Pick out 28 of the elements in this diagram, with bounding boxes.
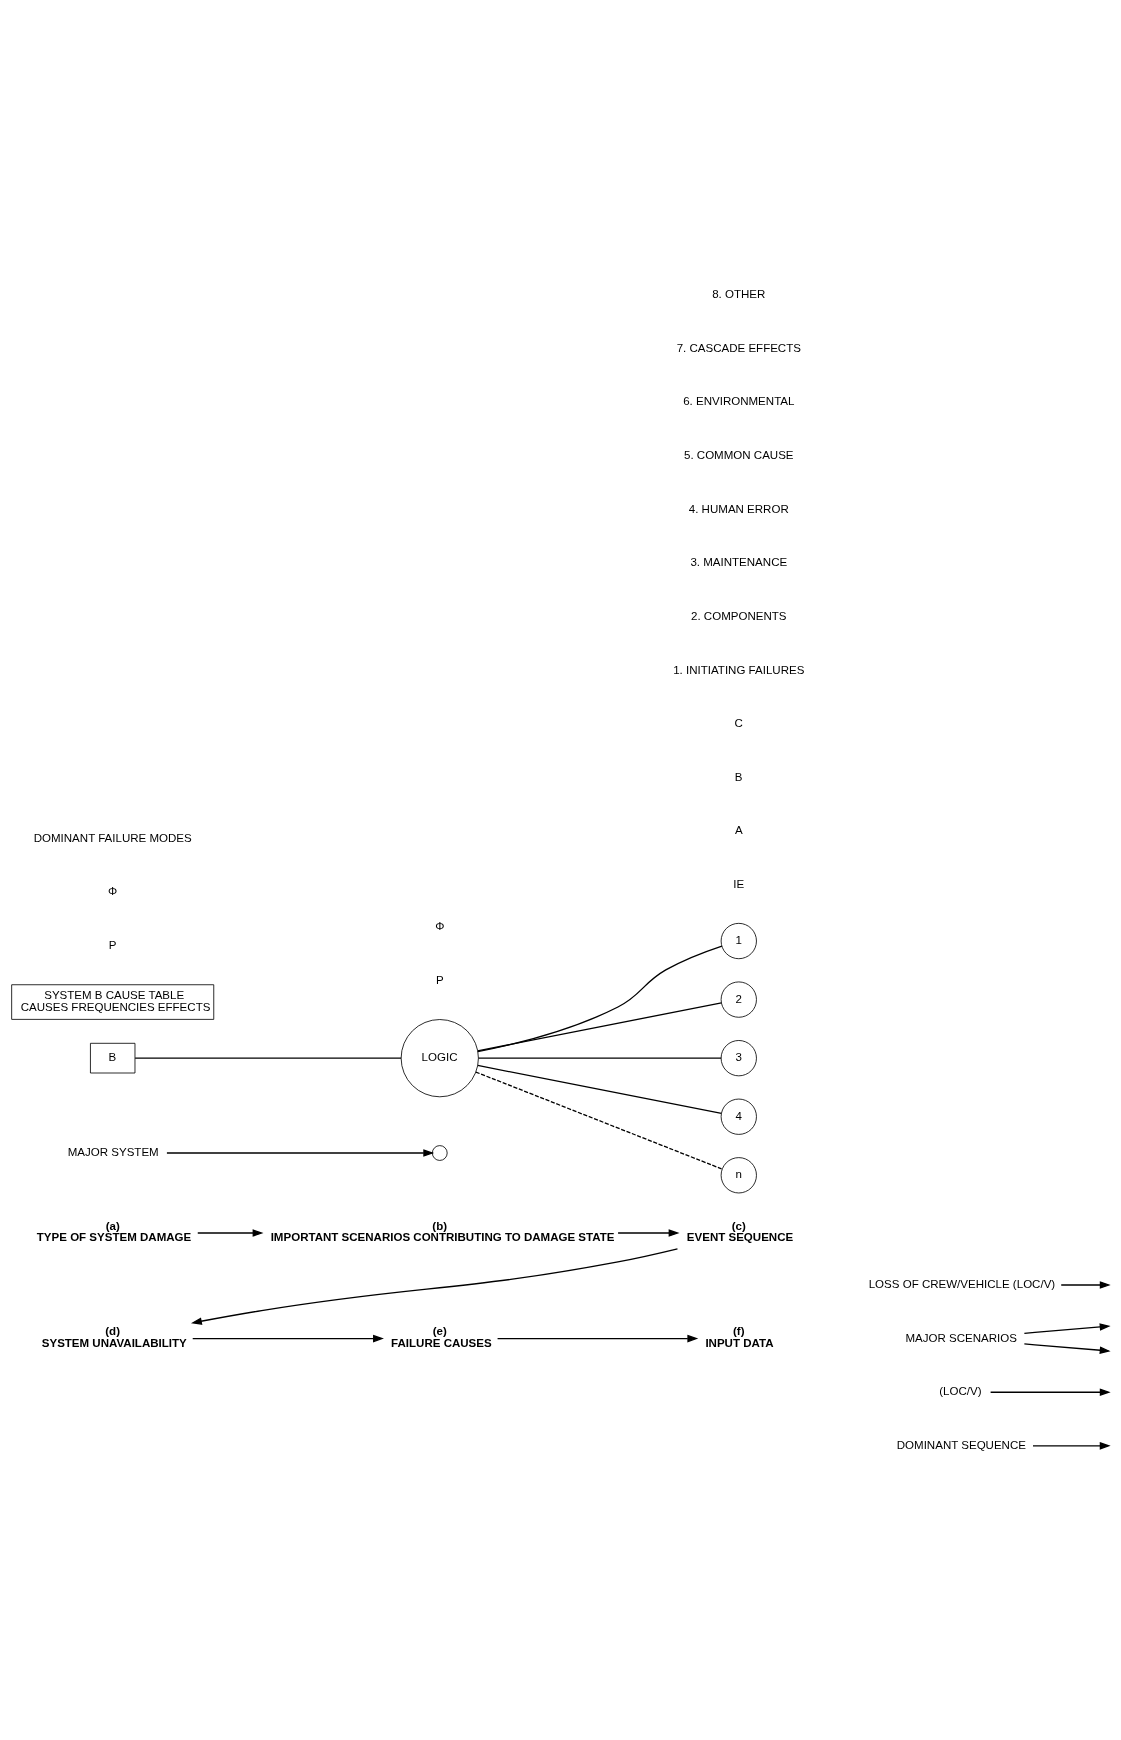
node-text: DOMINANT SEQUENCE [896,1438,1026,1451]
label: 3. MAINTENANCE [690,555,788,568]
label: Φ [108,884,118,897]
label: 6. ENVIRONMENTAL [683,394,795,407]
label: C [734,716,743,729]
label: Φ [435,919,445,932]
node-text: (e) FAILURE CAUSES [391,1324,492,1349]
label: P [435,973,444,986]
label: 5. COMMON CAUSE [684,448,794,461]
label: 8. OTHER [712,287,766,300]
node-text: (d) SYSTEM UNAVAILABILITY [41,1324,187,1349]
label: 4. HUMAN ERROR [688,502,789,515]
label: DOMINANT FAILURE MODES [33,831,192,844]
label: A [734,823,743,836]
node-text: MAJOR SYSTEM [67,1145,159,1158]
node-text: LOSS OF CREW/VEHICLE (LOC/V) [868,1277,1056,1290]
label: P [108,938,117,951]
node-text: (b) IMPORTANT SCENARIOS CONTRIBUTING TO DAMAGE STATE [270,1219,615,1243]
label: 2. COMPONENTS [691,609,787,622]
node-text: (f) INPUT DATA [705,1324,774,1349]
label: 1. INITIATING FAILURES [673,663,805,676]
label: IE [733,877,745,890]
node-text: MAJOR SCENARIOS [905,1331,1017,1344]
label: B [734,770,743,783]
label: 7. CASCADE EFFECTS [676,341,801,354]
node-text: (LOC/V) [939,1384,982,1397]
node-text: (c) EVENT SEQUENCE [686,1219,794,1243]
node-text: (a) TYPE OF SYSTEM DAMAGE [36,1219,192,1243]
